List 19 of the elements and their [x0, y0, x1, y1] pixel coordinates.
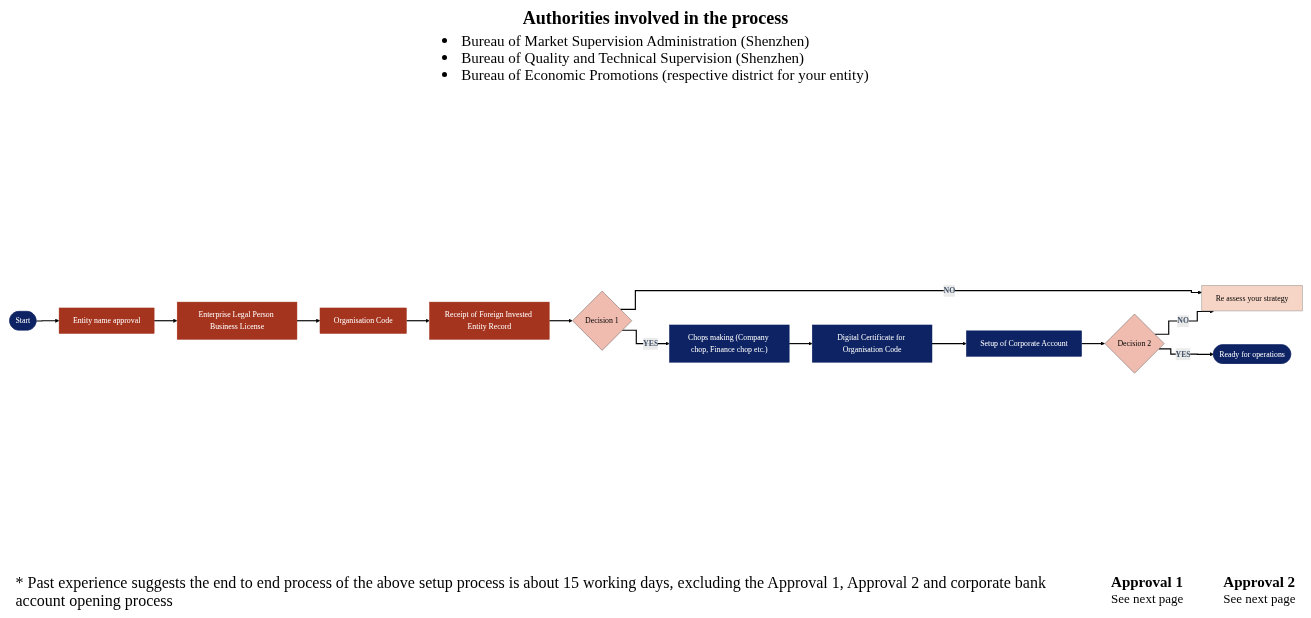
- arrow: [548, 318, 572, 323]
- heading: Authorities involved in the process: [522, 8, 789, 29]
- footnote: * Past experience suggests the end to end process of the above setup process is about 15 working days, excluding the Approval 1, Approval 2 and corporate bank account opening process: [15, 574, 1047, 610]
- arrow: [1080, 341, 1105, 346]
- arrow: [1153, 309, 1214, 335]
- authority-item: Bureau of Economic Promotions (respective district for your entity): [461, 67, 869, 83]
- arrow: [930, 341, 967, 346]
- arrow: [35, 318, 59, 323]
- note-text: See next page: [1111, 591, 1184, 607]
- authority-item: Bureau of Market Supervision Administration (Shenzhen): [461, 33, 810, 49]
- arrow: [153, 318, 177, 323]
- arrow: [619, 290, 1202, 310]
- approval-note: Approval 2: [1223, 574, 1296, 591]
- arrow: [295, 318, 320, 323]
- authority-item: Bureau of Quality and Technical Supervision (Shenzhen): [461, 50, 805, 66]
- note-text: See next page: [1223, 591, 1296, 607]
- arrow: [405, 318, 430, 323]
- approval-note: Approval 1: [1111, 574, 1184, 591]
- arrow: [788, 341, 812, 346]
